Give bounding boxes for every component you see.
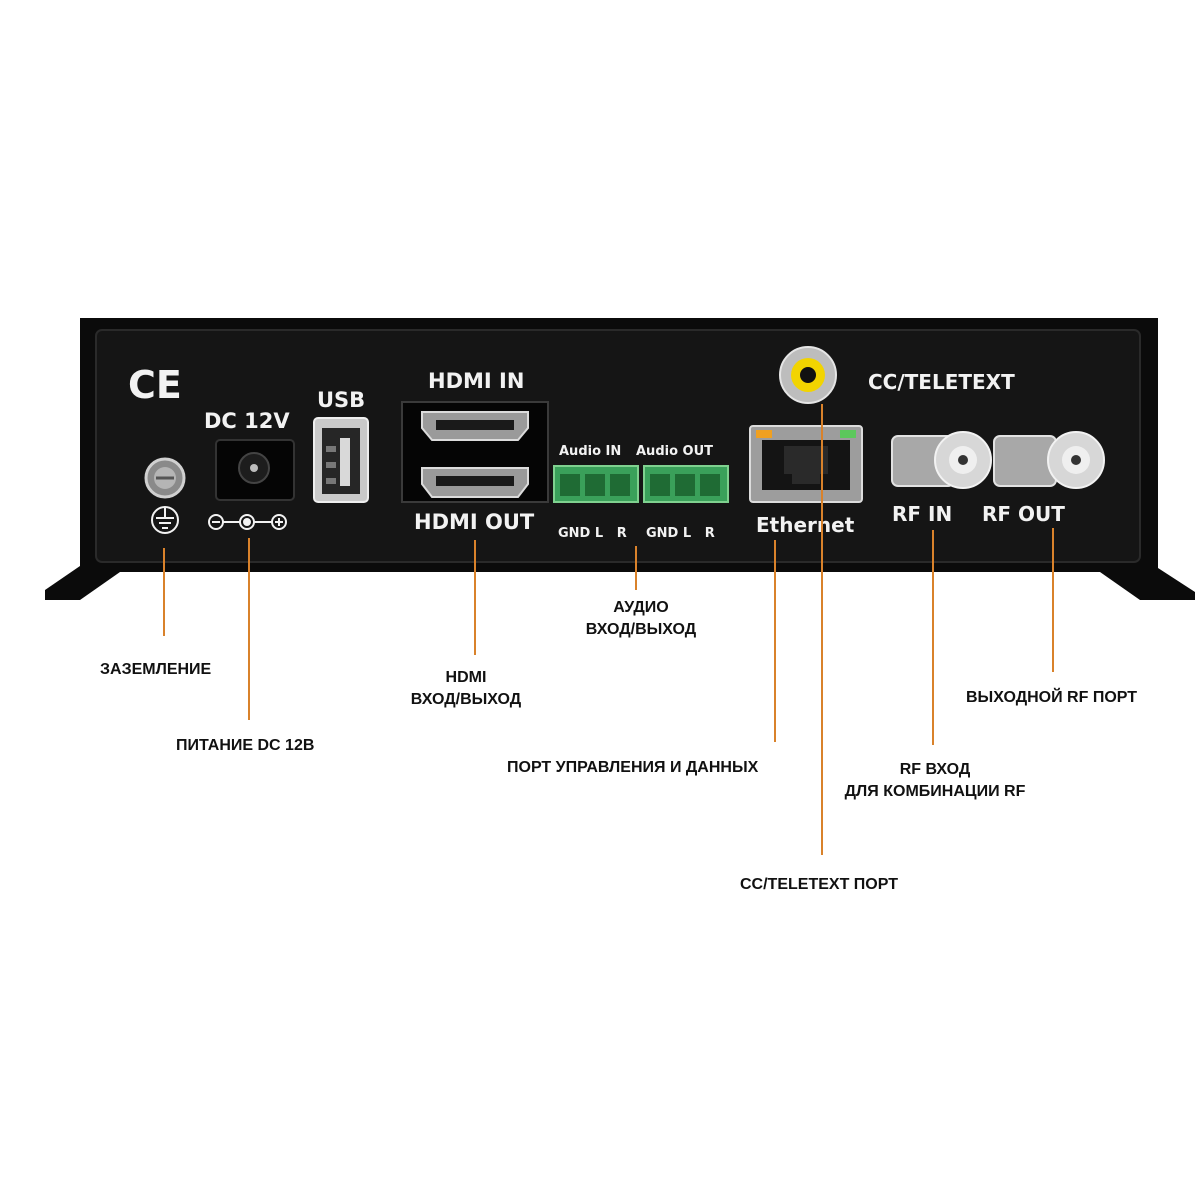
callout-rf-out: ВЫХОДНОЙ RF ПОРТ xyxy=(966,687,1137,709)
front-panel xyxy=(95,329,1141,563)
rf-out-connector[interactable] xyxy=(993,431,1105,489)
rf-out-label: RF OUT xyxy=(982,502,1065,526)
usb-label: USB xyxy=(317,388,365,412)
ethernet-label: Ethernet xyxy=(756,513,855,537)
rf-in-connector[interactable] xyxy=(891,431,992,489)
audio-in-pin-labels: GND L R xyxy=(558,526,627,541)
audio-in-label: Audio IN xyxy=(559,444,621,459)
callout-power-text: ПИТАНИЕ DC 12В xyxy=(176,737,315,754)
callout-audio: АУДИО ВХОД/ВЫХОД xyxy=(576,597,706,641)
ethernet-port[interactable] xyxy=(749,425,863,503)
callout-ground-text: ЗАЗЕМЛЕНИЕ xyxy=(100,661,212,678)
callout-rf-in-line2: ДЛЯ КОМБИНАЦИИ RF xyxy=(844,783,1026,800)
leader-lines xyxy=(163,404,1054,855)
hdmi-out-port[interactable] xyxy=(421,467,529,498)
callout-audio-line2: ВХОД/ВЫХОД xyxy=(585,621,697,638)
device-chassis xyxy=(45,318,1195,600)
callout-cc-port-text: CC/TELETEXT ПОРТ xyxy=(740,876,898,893)
audio-out-pin-labels: GND L R xyxy=(646,526,715,541)
callout-hdmi-line1: HDMI xyxy=(445,669,487,686)
cc-teletext-rca-port[interactable] xyxy=(779,346,837,404)
callout-hdmi-line2: ВХОД/ВЫХОД xyxy=(410,691,522,708)
dc-polarity-icon xyxy=(208,514,287,530)
hdmi-out-label: HDMI OUT xyxy=(414,510,535,534)
audio-in-terminal[interactable] xyxy=(553,465,639,503)
cc-teletext-label: CC/TELETEXT xyxy=(868,370,1015,394)
callout-cc-port: CC/TELETEXT ПОРТ xyxy=(740,874,898,896)
callout-rf-in-line1: RF ВХОД xyxy=(899,761,971,778)
callout-rf-out-text: ВЫХОДНОЙ RF ПОРТ xyxy=(966,689,1138,706)
callout-ground: ЗАЗЕМЛЕНИЕ xyxy=(100,659,211,681)
usb-port[interactable] xyxy=(313,417,369,503)
rf-in-label: RF IN xyxy=(892,502,952,526)
audio-out-terminal[interactable] xyxy=(643,465,729,503)
ground-icon xyxy=(151,506,179,534)
ground-screw[interactable] xyxy=(144,457,186,499)
dc-12v-label: DC 12V xyxy=(204,409,290,433)
audio-out-label: Audio OUT xyxy=(636,444,713,459)
callout-control-port-text: ПОРТ УПРАВЛЕНИЯ И ДАННЫХ xyxy=(507,759,759,776)
callout-rf-in: RF ВХОД ДЛЯ КОМБИНАЦИИ RF xyxy=(830,759,1040,803)
hdmi-in-label: HDMI IN xyxy=(428,369,524,393)
callout-hdmi: HDMI ВХОД/ВЫХОД xyxy=(401,667,531,711)
callout-audio-line1: АУДИО xyxy=(613,599,669,616)
dc-power-jack[interactable] xyxy=(215,439,295,501)
callout-power: ПИТАНИЕ DC 12В xyxy=(176,735,314,757)
hdmi-in-port[interactable] xyxy=(421,411,529,441)
callout-control-port: ПОРТ УПРАВЛЕНИЯ И ДАННЫХ xyxy=(507,757,758,779)
ce-mark: CE xyxy=(128,363,182,407)
